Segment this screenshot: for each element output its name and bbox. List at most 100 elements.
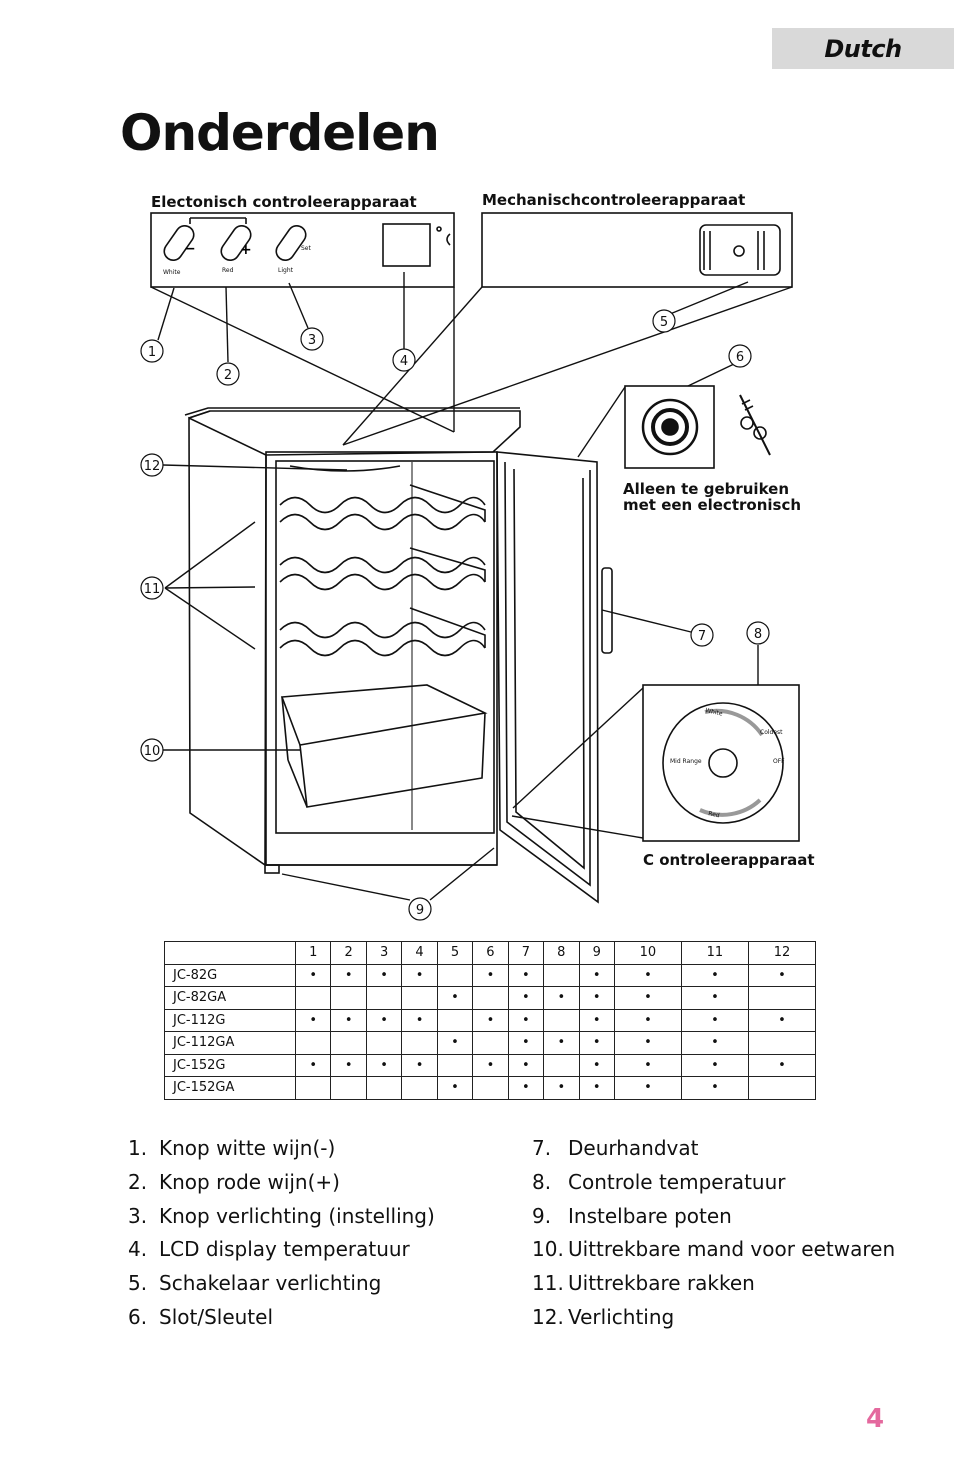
legend-text: Schakelaar verlichting [159,1271,382,1296]
column-header: 4 [401,941,438,965]
feature-cell: • [507,1053,545,1077]
legend-number: 1. [128,1136,148,1160]
legend-item: 10.Uittrekbare mand voor eetwaren [532,1233,895,1267]
legend-item: 5. Schakelaar verlichting [128,1267,435,1301]
legend-number: 10. [532,1237,564,1262]
legend-text: Verlichting [568,1304,675,1329]
feature-cell: • [436,986,474,1010]
feature-cell [747,1031,817,1055]
feature-cell: • [613,963,682,987]
callout-4 [392,348,416,372]
model-name: JC-152G [164,1053,296,1077]
feature-cell [330,1031,367,1055]
dial-white: White [705,707,724,718]
feature-cell: • [294,1008,332,1032]
legend-item: 6. Slot/Sleutel [128,1301,435,1335]
feature-cell: • [401,1008,438,1032]
legend-text: LCD display temperatuur [159,1237,410,1262]
feature-cell: • [613,1008,682,1032]
feature-cell: • [680,963,749,987]
feature-cell [294,1076,332,1100]
callout-6 [728,344,752,368]
feature-cell [401,1031,438,1055]
legend-text: Slot/Sleutel [159,1304,274,1329]
lock-inset [624,385,715,469]
electronic-panel [150,212,455,288]
callout-3-text: 3 [308,333,316,348]
callout-12 [140,453,164,477]
feature-cell [543,1008,580,1032]
feature-cell: • [747,1053,817,1077]
model-name: JC-112GA [164,1031,296,1055]
feature-cell: • [507,1076,545,1100]
feature-cell: • [436,1076,474,1100]
feature-cell: • [365,1053,403,1077]
column-header: 11 [680,941,749,965]
feature-cell [436,1008,474,1032]
table-row: JC-112GA•••••• [164,1031,817,1055]
dial-coldest: Coldest [760,729,783,736]
model-name: JC-82GA [164,986,296,1010]
callout-9-text: 9 [416,903,424,918]
legend-number: 11. [532,1271,564,1296]
feature-cell: • [578,986,615,1010]
dial-inset [642,684,800,842]
legend-item: 4.LCD display temperatuur [128,1233,435,1267]
feature-cell: • [507,1008,545,1032]
feature-cell [436,1053,474,1077]
feature-cell [294,986,332,1010]
feature-cell: • [507,963,545,987]
callout-2 [216,362,240,386]
table-row: JC-152GA•••••• [164,1076,817,1100]
feature-cell: • [578,1031,615,1055]
legend-text: Deurhandvat [568,1136,699,1160]
feature-cell: • [680,1076,749,1100]
legend-item: 3.Knop verlichting (instelling) [128,1200,435,1234]
feature-cell [436,963,474,987]
callout-1 [140,339,164,363]
feature-cell: • [472,1008,509,1032]
legend-text: Controle temperatuur [568,1169,786,1194]
feature-cell: • [330,1008,367,1032]
table-row: JC-82G•••••••••• [164,963,817,987]
legend-number: 7. [532,1136,552,1160]
callout-11-text: 11 [144,582,161,597]
legend-text: Knop rode wijn(+) [159,1169,340,1194]
column-header: 5 [436,941,474,965]
feature-cell: • [330,963,367,987]
feature-cell: • [401,1053,438,1077]
feature-cell: • [436,1031,474,1055]
feature-cell: • [613,986,682,1010]
feature-cell: • [365,1008,403,1032]
table-row: JC-82GA•••••• [164,986,817,1010]
thermostat-dial-icon [662,702,784,824]
callout-6-text: 6 [736,350,744,365]
label-lock-note-2: met een electronisch [623,496,801,514]
feature-cell [472,986,509,1010]
legend-text: Instelbare poten [568,1203,732,1228]
column-header: 2 [330,941,367,965]
legend-left: 1.Knop witte wijn(-)2.Knop rode wijn(+)3… [128,1132,435,1335]
label-control: C ontroleerapparaat [643,851,815,869]
feature-cell: • [578,1008,615,1032]
feature-cell [747,986,817,1010]
legend-item: 8.Controle temperatuur [532,1166,895,1200]
legend-number: 6. [128,1304,148,1329]
legend-number: 5. [128,1271,148,1296]
legend-number: 2. [128,1169,148,1194]
label-mechanical: Mechanischcontroleerapparaat [482,191,745,209]
feature-cell: • [578,1076,615,1100]
feature-cell: • [543,1076,580,1100]
feature-cell [401,1076,438,1100]
callout-11 [140,576,164,600]
callout-8-text: 8 [754,627,762,642]
feature-cell: • [747,1008,817,1032]
model-name: JC-82G [164,963,296,987]
panel-white: White [163,269,181,276]
feature-cell: • [613,1031,682,1055]
legend-number: 12. [532,1304,564,1329]
page-number: 4 [866,1404,885,1434]
legend-item: 9.Instelbare poten [532,1200,895,1234]
table-row: JC-112G•••••••••• [164,1008,817,1032]
feature-cell: • [472,1053,509,1077]
